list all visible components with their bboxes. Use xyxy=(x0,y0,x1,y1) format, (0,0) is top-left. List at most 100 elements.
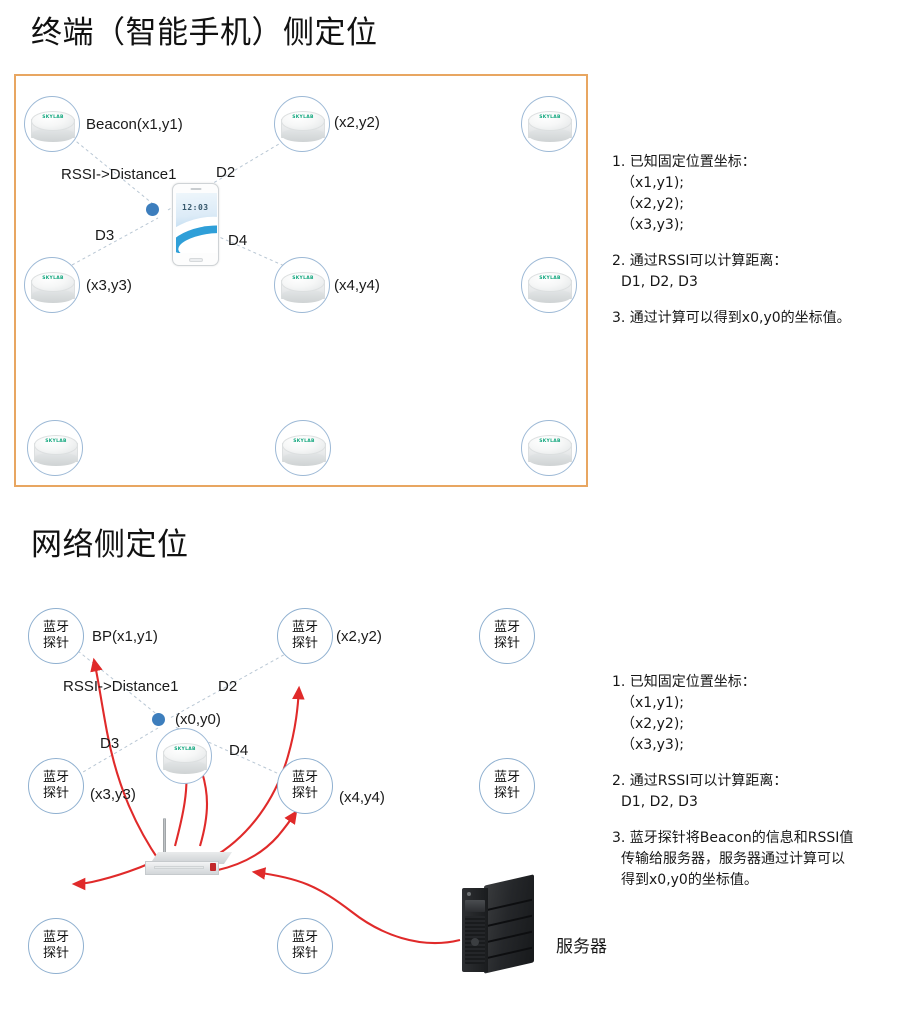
beacon-node-bottom-mid[interactable]: SKYLAB xyxy=(275,420,331,476)
note-2-heading: 2. 通过RSSI可以计算距离： xyxy=(612,773,788,789)
note-1-coord-1: （x1,y1); xyxy=(621,175,685,191)
label-bp2: (x2,y2) xyxy=(336,628,382,645)
skylab-logo: SKYLAB xyxy=(42,115,64,120)
probe-label-line1: 蓝牙 xyxy=(493,620,520,635)
label-rssi-distance1-bottom: RSSI->Distance1 xyxy=(63,678,179,695)
beacon-puck-icon: SKYLAB xyxy=(281,111,325,142)
label-x0y0: (x0,y0) xyxy=(175,711,221,728)
bluetooth-probe-bottom-left[interactable]: 蓝牙 探针 xyxy=(28,918,84,974)
skylab-logo: SKYLAB xyxy=(292,115,314,120)
label-d2-top: D2 xyxy=(216,164,236,181)
tracked-position-dot-top xyxy=(146,203,159,216)
probe-label-line2: 探针 xyxy=(42,786,69,801)
beacon-puck-icon: SKYLAB xyxy=(528,272,572,303)
note-3-line1: 3. 蓝牙探针将Beacon的信息和RSSI值 xyxy=(612,830,854,846)
label-beacon2: (x2,y2) xyxy=(334,114,380,131)
smartphone-device[interactable]: 12:03 xyxy=(172,183,219,266)
label-bp4: (x4,y4) xyxy=(339,789,385,806)
skylab-logo: SKYLAB xyxy=(293,439,315,444)
beacon-puck-icon: SKYLAB xyxy=(282,435,326,466)
label-d3-bottom: D3 xyxy=(100,735,120,752)
beacon-node-1[interactable]: SKYLAB xyxy=(24,96,80,152)
note-3-heading: 3. 通过计算可以得到x0,y0的坐标值。 xyxy=(612,310,851,326)
probe-label-line2: 探针 xyxy=(291,786,318,801)
probe-label-line2: 探针 xyxy=(291,946,318,961)
probe-label-line2: 探针 xyxy=(493,636,520,651)
probe-label-line2: 探针 xyxy=(291,636,318,651)
phone-earpiece-icon xyxy=(190,188,201,190)
skylab-logo: SKYLAB xyxy=(292,276,314,281)
beacon-puck-icon: SKYLAB xyxy=(528,435,572,466)
note-2-body: D1, D2, D3 xyxy=(621,274,698,290)
skylab-logo: SKYLAB xyxy=(45,439,67,444)
beacon-node-bottom-right[interactable]: SKYLAB xyxy=(521,420,577,476)
beacon-node-3[interactable]: SKYLAB xyxy=(24,257,80,313)
probe-label-line1: 蓝牙 xyxy=(291,930,318,945)
phone-home-button[interactable] xyxy=(188,258,203,262)
beacon-node-4[interactable]: SKYLAB xyxy=(274,257,330,313)
server-power-led xyxy=(467,892,471,896)
label-d2-bottom: D2 xyxy=(218,678,238,695)
probe-label-line2: 探针 xyxy=(493,786,520,801)
label-beacon4: (x4,y4) xyxy=(334,277,380,294)
bluetooth-probe-3[interactable]: 蓝牙 探针 xyxy=(28,758,84,814)
bluetooth-probe-1[interactable]: 蓝牙 探针 xyxy=(28,608,84,664)
bluetooth-probe-top-right[interactable]: 蓝牙 探针 xyxy=(479,608,535,664)
beacon-puck-icon: SKYLAB xyxy=(163,743,207,774)
label-bp3: (x3,y3) xyxy=(90,786,136,803)
note-3-line3: 得到x0,y0的坐标值。 xyxy=(621,872,758,888)
beacon-puck-icon: SKYLAB xyxy=(528,111,572,142)
beacon-puck-icon: SKYLAB xyxy=(31,272,75,303)
note-2-body: D1, D2, D3 xyxy=(621,794,698,810)
page-title-terminal-side: 终端（智能手机）侧定位 xyxy=(31,15,378,51)
label-d3-top: D3 xyxy=(95,227,115,244)
label-rssi-distance1-top: RSSI->Distance1 xyxy=(61,166,177,183)
label-beacon3: (x3,y3) xyxy=(86,277,132,294)
skylab-logo: SKYLAB xyxy=(174,747,196,752)
note-1-coord-3: （x3,y3); xyxy=(621,217,685,233)
router-antenna-icon xyxy=(163,818,166,858)
label-bp1: BP(x1,y1) xyxy=(92,628,158,645)
skylab-logo: SKYLAB xyxy=(42,276,64,281)
probe-label-line2: 探针 xyxy=(42,636,69,651)
probe-label-line1: 蓝牙 xyxy=(42,930,69,945)
beacon-puck-icon: SKYLAB xyxy=(31,111,75,142)
server-tower[interactable] xyxy=(462,874,540,974)
bluetooth-probe-bottom-mid[interactable]: 蓝牙 探针 xyxy=(277,918,333,974)
tracked-position-dot-bottom xyxy=(152,713,165,726)
note-1-coord-1: （x1,y1); xyxy=(621,695,685,711)
beacon-node-mid-right[interactable]: SKYLAB xyxy=(521,257,577,313)
probe-label-line2: 探针 xyxy=(42,946,69,961)
phone-screen: 12:03 xyxy=(176,193,217,253)
note-1-coord-2: （x2,y2); xyxy=(621,196,685,212)
beacon-node-2[interactable]: SKYLAB xyxy=(274,96,330,152)
skylab-logo: SKYLAB xyxy=(539,439,561,444)
bluetooth-probe-4[interactable]: 蓝牙 探针 xyxy=(277,758,333,814)
tracked-beacon-node[interactable]: SKYLAB xyxy=(156,728,212,784)
probe-label-line1: 蓝牙 xyxy=(42,770,69,785)
skylab-logo: SKYLAB xyxy=(539,276,561,281)
note-2-heading: 2. 通过RSSI可以计算距离： xyxy=(612,253,788,269)
router-led-indicator xyxy=(210,863,216,871)
notes-network-side: 1. 已知固定位置坐标： （x1,y1); （x2,y2); （x3,y3); … xyxy=(612,672,900,891)
probe-label-line1: 蓝牙 xyxy=(291,620,318,635)
note-3-line2: 传输给服务器，服务器通过计算可以 xyxy=(621,851,845,867)
page-title-network-side: 网络侧定位 xyxy=(31,527,189,563)
beacon-node-top-right[interactable]: SKYLAB xyxy=(521,96,577,152)
probe-label-line1: 蓝牙 xyxy=(42,620,69,635)
note-1-heading: 1. 已知固定位置坐标： xyxy=(612,674,756,690)
wireless-router[interactable] xyxy=(140,818,236,880)
label-d4-top: D4 xyxy=(228,232,248,249)
note-1-coord-2: （x2,y2); xyxy=(621,716,685,732)
note-1-coord-3: （x3,y3); xyxy=(621,737,685,753)
skylab-logo: SKYLAB xyxy=(539,115,561,120)
notes-terminal-side: 1. 已知固定位置坐标： （x1,y1); （x2,y2); （x3,y3); … xyxy=(612,152,900,329)
beacon-node-bottom-left[interactable]: SKYLAB xyxy=(27,420,83,476)
label-server: 服务器 xyxy=(556,937,607,957)
phone-clock-label: 12:03 xyxy=(182,203,209,212)
bluetooth-probe-mid-right[interactable]: 蓝牙 探针 xyxy=(479,758,535,814)
bluetooth-probe-2[interactable]: 蓝牙 探针 xyxy=(277,608,333,664)
probe-label-line1: 蓝牙 xyxy=(493,770,520,785)
label-d4-bottom: D4 xyxy=(229,742,249,759)
